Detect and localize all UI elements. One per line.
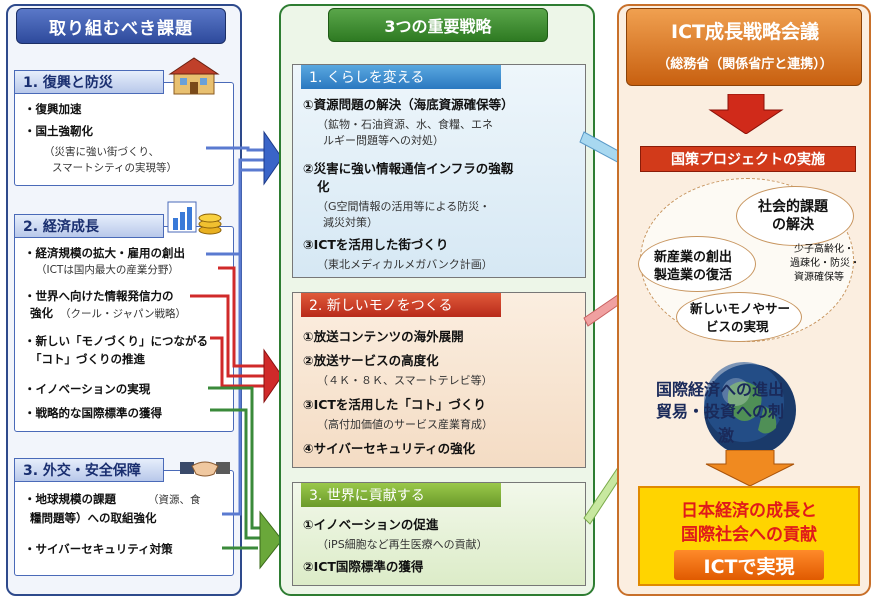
strategy-item: ②災害に強い情報通信インフラの強靱 [303,161,514,176]
issue-section-3-title: 3. 外交・安全保障 [14,458,164,482]
new-services-text: 新しいモノやサー [690,301,791,316]
intl-economy-text: 激 [718,426,735,445]
issue-item: ・サイバーセキュリティ対策 [24,542,173,556]
strategy-item: ①放送コンテンツの海外展開 [303,329,464,344]
issue-item: ・新しい「モノづくり」につながる [24,334,208,348]
issue-sub: （クール・ジャパン戦略） [60,308,186,320]
social-issue-sub: 資源確保等 [794,272,844,283]
issue-item: ・戦略的な国際標準の獲得 [24,406,162,420]
issue-item: ・世界へ向けた情報発信力の [24,289,174,303]
strategy-section-2-title: 2. 新しいモノをつくる [301,293,501,317]
issue-item: ・イノベーションの実現 [24,382,151,396]
strategy-item: ③ICTを活用した街づくり [303,237,449,252]
issue-item: 「コト」づくりの推進 [30,352,145,366]
strategies-header: 3つの重要戦略 [328,8,548,42]
handshake-icon [180,461,230,477]
new-services-cloud [676,292,802,342]
issue-section-1-title: 1. 復興と防災 [14,70,164,94]
intl-economy-text: 貿易・投資への刺 [656,402,785,421]
council-title: ICT成長戦略会議 [671,21,819,43]
globe-icon [704,362,796,456]
strategy-sub: （iPS細胞など再生医療への貢献） [317,538,488,551]
strategy-section-1: 1. くらしを変える ①資源問題の解決（海底資源確保等） （鉱物・石油資源、水、… [292,64,586,278]
goal-text: 日本経済の成長と [681,501,817,521]
strategy-item: ②放送サービスの高度化 [303,353,439,368]
strategy-sub: ルギー問題等への対処） [323,134,444,147]
strategy-section-3: 3. 世界に貢献する ①イノベーションの促進 （iPS細胞など再生医療への貢献）… [292,482,586,586]
social-issue-cloud [736,186,854,246]
issue-item: ・復興加速 [24,102,82,116]
issue-section-2-title: 2. 経済成長 [14,214,164,238]
chart-coins-icon [167,201,222,235]
issue-section-3 [14,470,234,576]
new-services-text: ビスの実現 [706,319,769,334]
issue-sub: （資源、食 [148,494,201,506]
strategy-sub: （高付加価値のサービス産業育成） [317,418,493,431]
issues-header: 取り組むべき課題 [16,8,226,44]
strategy-section-1-title: 1. くらしを変える [301,65,501,89]
social-issue-sub: 過疎化・防災・ [790,258,860,269]
goal-text: 国際社会への貢献 [681,525,817,545]
goal-box: 日本経済の成長と 国際社会への貢献 ICTで実現 [638,486,860,586]
issue-item: ・地球規模の課題 [24,492,116,506]
issue-sub: （ICTは国内最大の産業分野） [36,264,179,276]
issue-sub: （災害に強い街づくり、 [44,146,160,158]
strategy-section-2: 2. 新しいモノをつくる ①放送コンテンツの海外展開 ②放送サービスの高度化 （… [292,292,586,468]
industry-cloud [638,236,756,292]
issue-item: 強化 [30,306,53,320]
social-issue-text: の解決 [772,217,814,233]
issue-item: ・国土強靭化 [24,124,93,138]
house-icon [168,57,220,95]
issue-item: ・経済規模の拡大・雇用の創出 [24,246,185,260]
down-arrow-icon [708,94,784,134]
down-arrow-icon [705,450,795,486]
strategy-item: 化 [317,179,330,194]
issue-sub: スマートシティの実現等） [52,162,178,174]
strategy-item: ③ICTを活用した「コト」づくり [303,397,486,412]
strategy-sub: （G空間情報の活用等による防災・ [317,200,491,213]
strategy-sub: （４Ｋ・８Ｋ、スマートテレビ等） [317,374,493,387]
strategy-sub: 減災対策） [323,216,378,229]
strategy-item: ④サイバーセキュリティの強化 [303,441,476,456]
strategy-sub: （鉱物・石油資源、水、食糧、エネ [317,118,493,131]
strategy-item: ①イノベーションの促進 [303,517,439,532]
industry-text: 新産業の創出 [654,250,733,265]
intl-economy-text: 国際経済への進出 [656,380,785,399]
national-project-banner: 国策プロジェクトの実施 [640,146,856,172]
strategy-sub: （東北メディカルメガバンク計画） [317,258,493,271]
social-issue-sub: 少子高齢化・ [794,244,854,255]
council-subtitle: （総務省（関係省庁と連携）） [657,57,833,72]
strategy-section-3-title: 3. 世界に貢献する [301,483,501,507]
strategy-item: ①資源問題の解決（海底資源確保等） [303,97,514,112]
industry-text: 製造業の復活 [654,268,733,283]
strategy-item: ②ICT国際標準の獲得 [303,559,424,574]
ict-realize-banner: ICTで実現 [674,550,824,580]
social-issue-text: 社会的課題 [758,199,828,215]
council-header: ICT成長戦略会議 （総務省（関係省庁と連携）） [626,8,862,86]
issue-item: 糧問題等）への取組強化 [30,511,157,525]
